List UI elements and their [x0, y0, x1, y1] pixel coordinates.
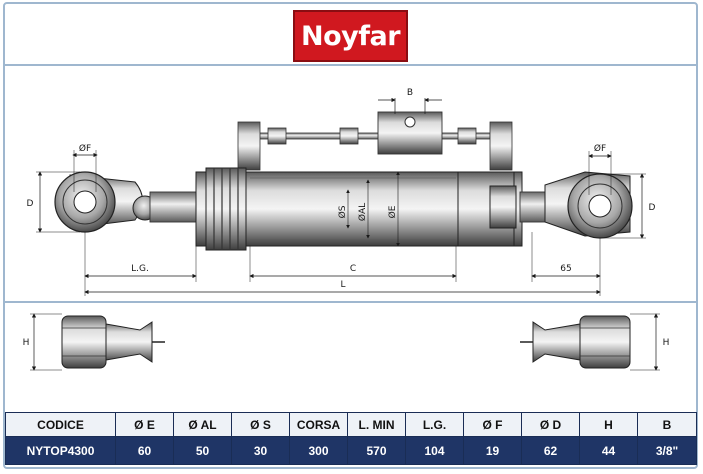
- specification-table: CODICE Ø E Ø AL Ø S CORSA L. MIN L.G. Ø …: [5, 412, 697, 465]
- cell-l-min: 570: [347, 436, 406, 465]
- dim-phi-al-label: ØAL: [357, 203, 368, 221]
- valve-block: [377, 111, 443, 155]
- dim-lg-label: L.G.: [131, 264, 149, 274]
- cell-phi-al: 50: [173, 436, 232, 465]
- hydraulic-pipe: [237, 121, 513, 171]
- dim-65-label: 65: [560, 264, 571, 274]
- cell-lg: 104: [405, 436, 464, 465]
- dim-d-right-label: D: [649, 203, 656, 213]
- left-piston-rod: [149, 191, 201, 223]
- dim-c-label: C: [350, 264, 356, 274]
- header-phi-f: Ø F: [463, 412, 522, 437]
- dim-phi-s-label: ØS: [337, 205, 348, 218]
- cell-h: 44: [579, 436, 638, 465]
- header-phi-d: Ø D: [521, 412, 580, 437]
- dim-l-label: L: [340, 280, 345, 290]
- left-eye-side-view: [61, 315, 165, 369]
- header-lg: L.G.: [405, 412, 464, 437]
- cell-corsa: 300: [289, 436, 348, 465]
- header-b: B: [637, 412, 697, 437]
- cell-phi-s: 30: [231, 436, 290, 465]
- right-rod-eye: [544, 171, 633, 239]
- header-separator: [5, 64, 696, 66]
- dim-phi-e-label: ØE: [387, 205, 398, 218]
- header-corsa: CORSA: [289, 412, 348, 437]
- header-h: H: [579, 412, 638, 437]
- cell-phi-d: 62: [521, 436, 580, 465]
- cylinder-barrel: [195, 167, 523, 251]
- header-phi-al: Ø AL: [173, 412, 232, 437]
- header-codice: CODICE: [5, 412, 116, 437]
- left-rod-eye: [54, 171, 158, 233]
- cylinder-technical-drawing: B ØS ØAL ØE ØF: [5, 88, 696, 371]
- dim-phi-f-right-label: ØF: [594, 143, 606, 154]
- dim-d-left-label: D: [27, 199, 34, 209]
- dim-h-left-label: H: [23, 338, 30, 348]
- header-l-min: L. MIN: [347, 412, 406, 437]
- table-row: NYTOP4300 60 50 30 300 570 104 19 62 44 …: [5, 436, 697, 465]
- header-phi-e: Ø E: [115, 412, 174, 437]
- cell-b: 3/8": [637, 436, 697, 465]
- noyfar-logo: Noyfar: [293, 10, 408, 62]
- header-phi-s: Ø S: [231, 412, 290, 437]
- dim-h-right-label: H: [663, 338, 670, 348]
- table-header-row: CODICE Ø E Ø AL Ø S CORSA L. MIN L.G. Ø …: [5, 412, 697, 437]
- right-eye-side-view: [520, 315, 631, 369]
- cell-codice: NYTOP4300: [5, 436, 116, 465]
- cell-phi-e: 60: [115, 436, 174, 465]
- cell-phi-f: 19: [463, 436, 522, 465]
- dim-b-label: B: [407, 88, 413, 98]
- dim-phi-f-left-label: ØF: [79, 143, 91, 154]
- drawing-frame: [3, 2, 698, 469]
